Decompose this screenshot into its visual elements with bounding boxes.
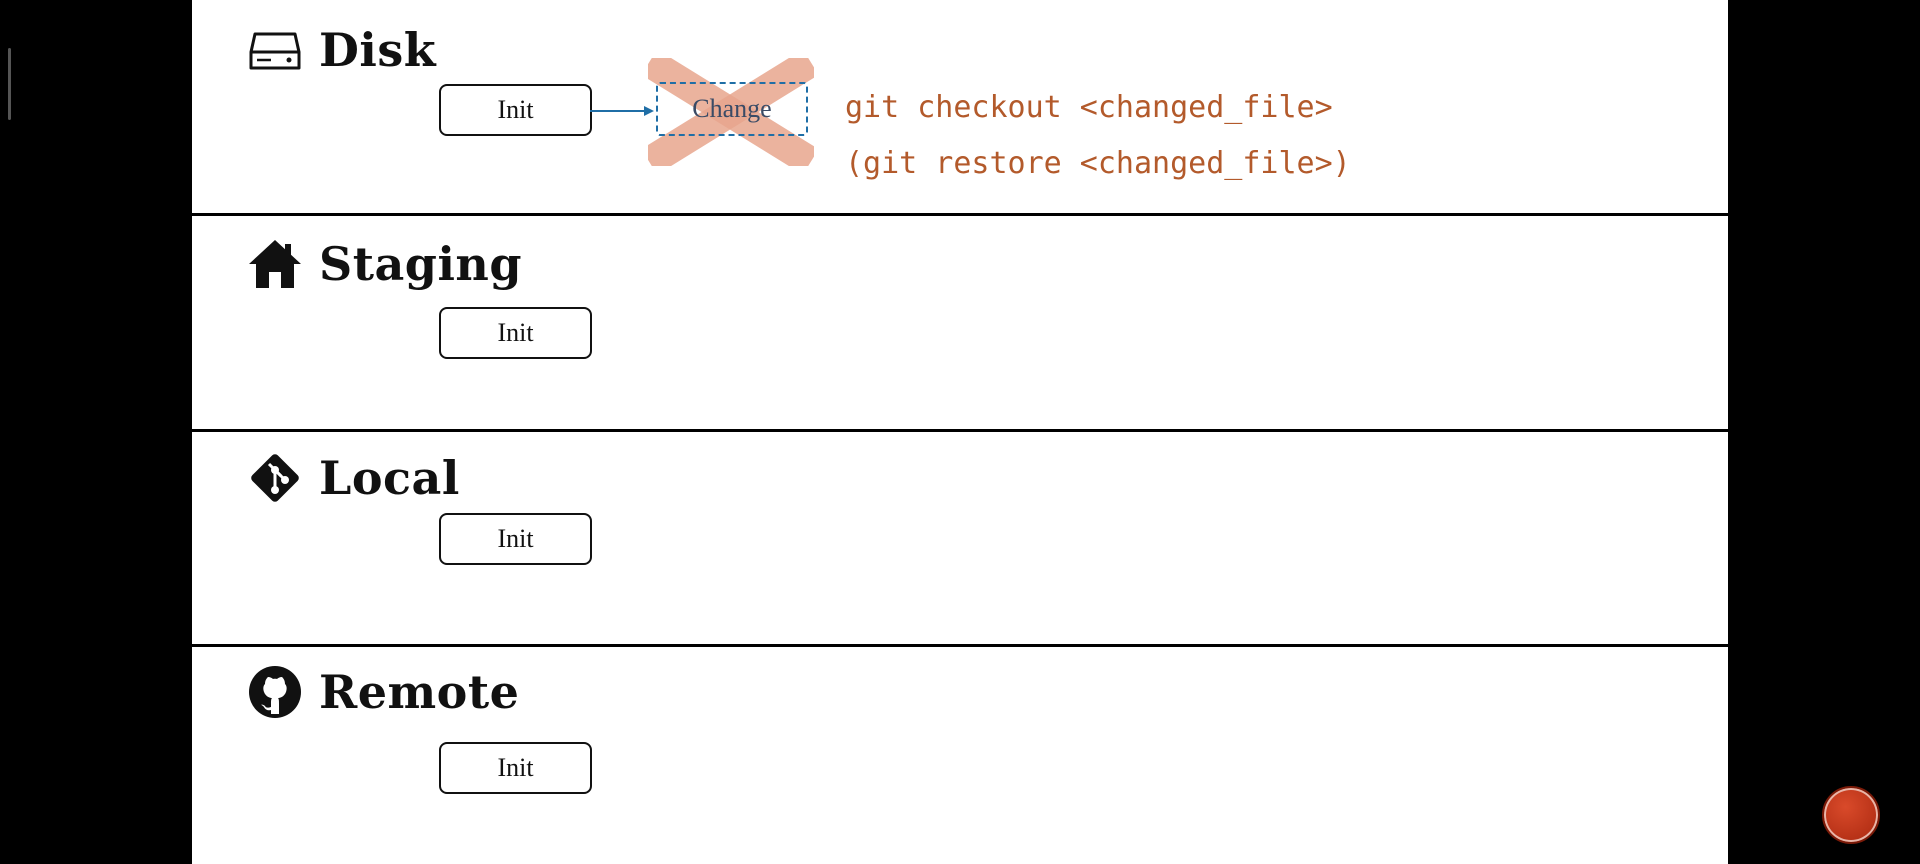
record-button[interactable] (1822, 786, 1880, 844)
divider (192, 213, 1728, 216)
arrow-icon (590, 106, 654, 116)
house-icon (249, 240, 301, 288)
section-remote: Remote Init (192, 647, 1728, 864)
command-restore: (git restore <changed_file>) (845, 146, 1351, 181)
command-checkout: git checkout <changed_file> (845, 90, 1333, 125)
divider (192, 644, 1728, 647)
divider (192, 429, 1728, 432)
section-title-remote: Remote (319, 665, 520, 719)
init-box-staging: Init (439, 307, 592, 359)
init-box-remote: Init (439, 742, 592, 794)
github-logo-icon (249, 666, 301, 718)
section-title-disk: Disk (319, 23, 437, 77)
section-disk: Disk Init Change git checkout <changed_f… (192, 0, 1728, 215)
section-local: Local Init (192, 432, 1728, 645)
slide: Disk Init Change git checkout <changed_f… (192, 0, 1880, 864)
section-staging: Staging Init (192, 216, 1728, 430)
section-title-staging: Staging (319, 237, 523, 291)
change-box: Change (656, 82, 808, 136)
scroll-indicator (8, 48, 11, 120)
hard-drive-icon (249, 32, 301, 70)
change-node: Change (648, 58, 814, 166)
section-title-local: Local (319, 451, 460, 505)
init-box-local: Init (439, 513, 592, 565)
git-logo-icon (251, 454, 299, 502)
cross-out-icon (648, 58, 814, 166)
init-box-disk: Init (439, 84, 592, 136)
